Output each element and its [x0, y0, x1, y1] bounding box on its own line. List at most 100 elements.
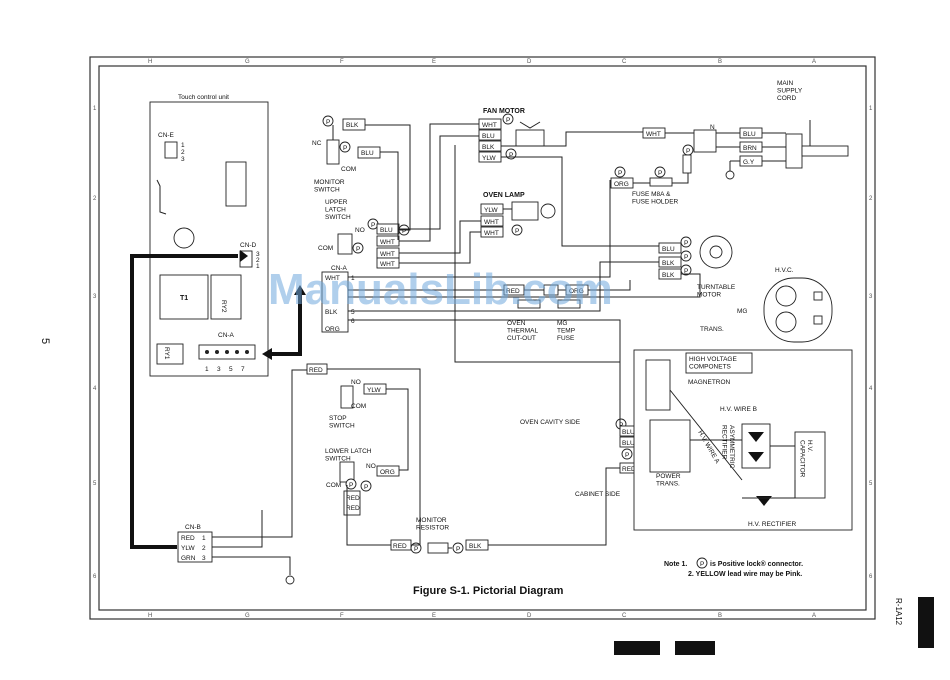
svg-text:1: 1: [181, 142, 185, 149]
svg-text:5: 5: [351, 309, 355, 316]
svg-text:5: 5: [229, 366, 233, 373]
svg-text:2: 2: [181, 149, 185, 156]
svg-text:COM: COM: [351, 403, 366, 410]
svg-text:GRN: GRN: [181, 555, 196, 562]
svg-text:H: H: [148, 613, 152, 619]
svg-text:4: 4: [93, 386, 97, 392]
figure-title: Figure S-1. Pictorial Diagram: [413, 585, 564, 597]
svg-text:B: B: [718, 613, 722, 619]
svg-text:P: P: [686, 148, 690, 155]
cna-label: CN-A: [218, 332, 235, 339]
svg-text:P: P: [364, 484, 368, 491]
svg-text:6: 6: [351, 318, 355, 325]
svg-text:P: P: [515, 228, 519, 235]
svg-text:ASYMMETRICRECTIFIER: ASYMMETRICRECTIFIER: [721, 425, 735, 469]
svg-text:NO: NO: [351, 379, 361, 386]
svg-text:BLU: BLU: [361, 150, 374, 157]
svg-text:RED: RED: [181, 535, 195, 542]
svg-text:RED: RED: [346, 495, 360, 502]
bottom-mark-right: [675, 641, 715, 655]
svg-text:F: F: [340, 613, 344, 619]
svg-text:A: A: [812, 59, 816, 65]
svg-text:P: P: [684, 254, 688, 261]
svg-text:FUSE M8A &FUSE HOLDER: FUSE M8A &FUSE HOLDER: [632, 191, 679, 205]
svg-text:COM: COM: [341, 166, 356, 173]
svg-text:P: P: [684, 268, 688, 275]
svg-text:B: B: [718, 59, 722, 65]
svg-text:P: P: [619, 422, 623, 429]
power-transformer: [649, 419, 691, 473]
cne-label: CN-E: [158, 132, 175, 139]
cnd-label: CN-D: [240, 242, 257, 249]
svg-text:BLK: BLK: [662, 272, 675, 279]
svg-text:P: P: [509, 152, 513, 159]
svg-text:BLK: BLK: [469, 543, 482, 550]
svg-text:3: 3: [869, 294, 873, 300]
svg-text:H: H: [148, 59, 152, 65]
grid-numbers-left: 1 2 3 4 5 6: [93, 106, 97, 580]
svg-text:BLK: BLK: [346, 122, 359, 129]
svg-text:G: G: [245, 59, 250, 65]
svg-text:WHT: WHT: [482, 122, 497, 129]
svg-text:ORG: ORG: [380, 469, 395, 476]
cn-b-block: CN-B RED 1 YLW 2 GRN 3: [177, 369, 310, 585]
hv-capacitor: [794, 431, 826, 499]
svg-text:YLW: YLW: [484, 207, 498, 214]
svg-text:Note 1.: Note 1.: [664, 561, 687, 568]
svg-text:BLU: BLU: [622, 429, 635, 436]
svg-text:5: 5: [869, 481, 873, 487]
svg-text:P: P: [506, 117, 510, 124]
svg-text:OVEN LAMP: OVEN LAMP: [483, 192, 525, 199]
svg-text:BLU: BLU: [380, 227, 393, 234]
grid-letters-top: H G F E D C B A: [148, 59, 816, 65]
grid-numbers-right: 1 2 3 4 5 6: [869, 106, 873, 580]
board-capacitor: [173, 227, 195, 249]
svg-text:3: 3: [181, 156, 185, 163]
svg-text:3: 3: [202, 555, 206, 562]
svg-text:P: P: [625, 452, 629, 459]
svg-text:RED: RED: [506, 288, 520, 295]
svg-text:BLU: BLU: [482, 133, 495, 140]
svg-text:P: P: [700, 561, 704, 568]
svg-text:BLK: BLK: [325, 309, 338, 316]
svg-text:E: E: [432, 59, 436, 65]
svg-text:P: P: [356, 246, 360, 253]
svg-text:1: 1: [205, 366, 209, 373]
svg-text:C: C: [622, 613, 627, 619]
svg-text:1: 1: [351, 275, 355, 282]
svg-text:P: P: [658, 170, 662, 177]
svg-text:CN-A: CN-A: [331, 265, 348, 272]
svg-text:6: 6: [869, 574, 873, 580]
svg-text:D: D: [527, 613, 532, 619]
svg-text:5: 5: [93, 481, 97, 487]
svg-text:N: N: [710, 124, 715, 131]
svg-text:1: 1: [869, 106, 873, 112]
svg-text:BLK: BLK: [662, 260, 675, 267]
notes: Note 1. P is Positive lock® connector. 2…: [664, 557, 803, 578]
svg-text:RED: RED: [309, 367, 323, 374]
touch-control-unit: Touch control unit CN-E 1 2 3 CN-D 3 2 1…: [149, 94, 269, 377]
svg-text:2: 2: [256, 257, 260, 264]
svg-text:D: D: [527, 59, 532, 65]
wiring: [327, 123, 701, 549]
svg-text:WHT: WHT: [380, 239, 395, 246]
board-trace: [156, 179, 167, 215]
hvc: H.V.C. MG TRANS.: [700, 267, 833, 343]
relay-ry2: [210, 274, 242, 320]
touch-control-title: Touch control unit: [178, 94, 229, 101]
svg-text:C: C: [622, 59, 627, 65]
hv-wire-b-label: H.V. WIRE B: [720, 406, 757, 413]
svg-text:COM: COM: [318, 245, 333, 252]
cabinet-side-label: CABINET SIDE: [575, 491, 621, 498]
